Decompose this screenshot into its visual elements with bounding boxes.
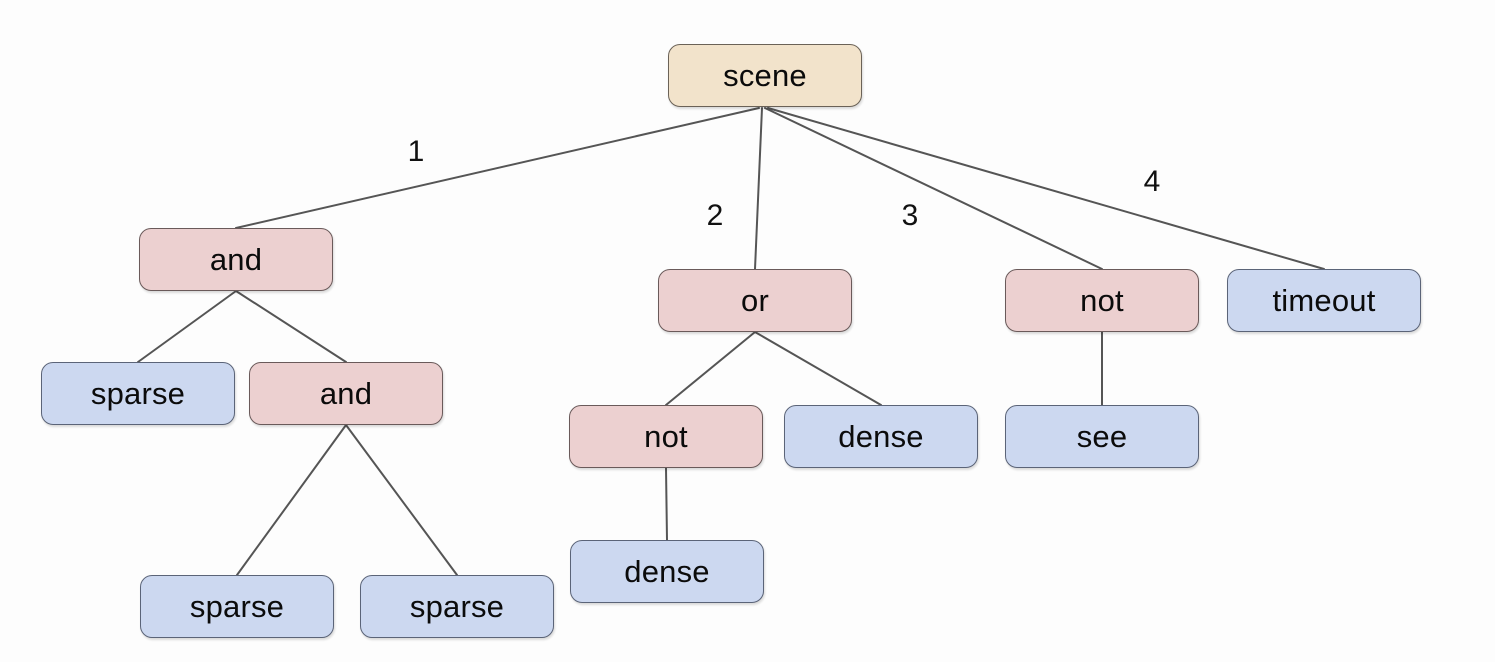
tree-node-not2[interactable]: not [569, 405, 763, 468]
tree-node-label: or [741, 283, 769, 318]
tree-node-timeout1[interactable]: timeout [1227, 269, 1421, 332]
tree-node-and2[interactable]: and [249, 362, 443, 425]
tree-edge [764, 107, 1103, 270]
edge-label: 1 [407, 135, 425, 168]
edge-label: 2 [706, 199, 724, 232]
tree-node-label: timeout [1272, 283, 1376, 318]
tree-node-scene[interactable]: scene [668, 44, 862, 107]
tree-node-label: see [1076, 419, 1128, 454]
tree-edge [665, 331, 756, 406]
tree-node-sparse2[interactable]: sparse [140, 575, 334, 638]
tree-node-label: not [1080, 283, 1124, 318]
tree-node-or1[interactable]: or [658, 269, 852, 332]
tree-edge [137, 290, 237, 363]
tree-node-label: sparse [90, 376, 186, 411]
tree-node-label: sparse [409, 589, 505, 624]
tree-node-label: and [319, 376, 373, 411]
tree-edge [236, 424, 347, 576]
tree-edge [235, 290, 347, 363]
tree-node-and1[interactable]: and [139, 228, 333, 291]
tree-node-dense2[interactable]: dense [570, 540, 764, 603]
tree-node-label: scene [723, 58, 807, 93]
edge-label: 3 [901, 199, 919, 232]
tree-node-label: not [644, 419, 688, 454]
tree-node-label: dense [838, 419, 924, 454]
tree-node-sparse1[interactable]: sparse [41, 362, 235, 425]
tree-node-see1[interactable]: see [1005, 405, 1199, 468]
tree-edge [665, 467, 668, 541]
edge-label: 4 [1143, 165, 1161, 198]
tree-edge [754, 107, 763, 270]
tree-node-label: and [209, 242, 263, 277]
tree-node-label: dense [624, 554, 710, 589]
tree-node-label: sparse [189, 589, 285, 624]
tree-node-sparse3[interactable]: sparse [360, 575, 554, 638]
tree-edge [754, 331, 882, 406]
tree-node-dense1[interactable]: dense [784, 405, 978, 468]
tree-edge [345, 424, 458, 576]
tree-node-not1[interactable]: not [1005, 269, 1199, 332]
tree-edge [767, 107, 1325, 270]
tree-edge [235, 107, 760, 229]
